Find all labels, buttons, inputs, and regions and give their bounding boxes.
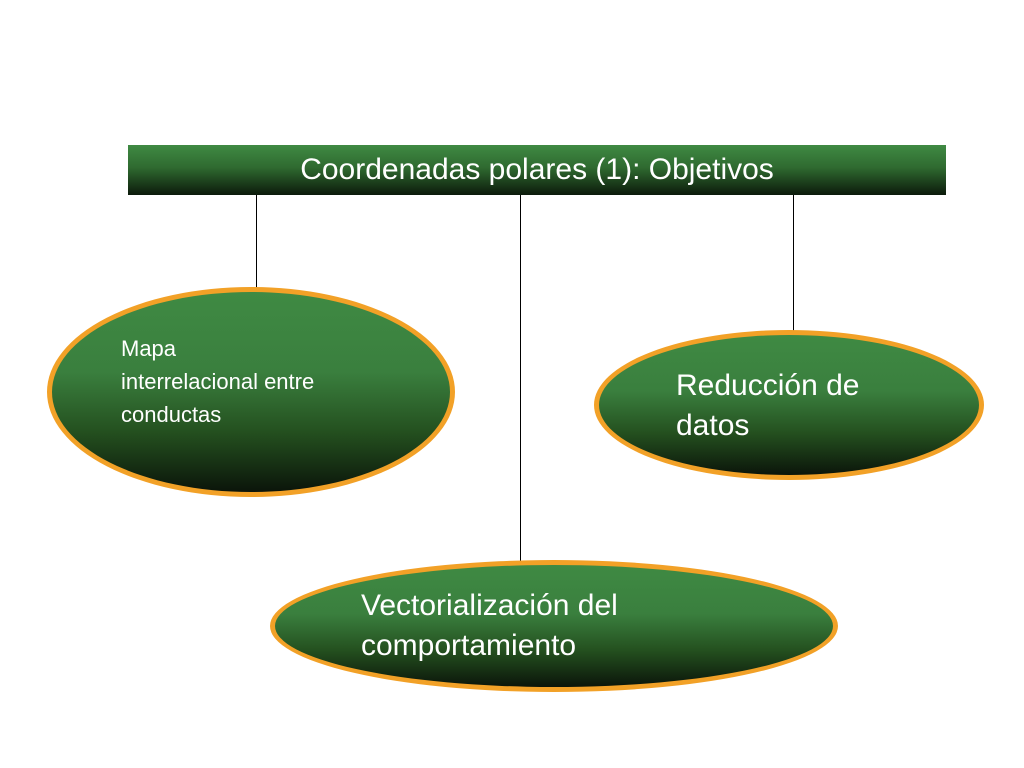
title-bar: Coordenadas polares (1): Objetivos — [128, 145, 946, 195]
node-bottom-label: Vectorialización del comportamiento — [361, 589, 618, 662]
connector-center — [520, 195, 521, 563]
node-left-ellipse — [47, 287, 455, 497]
connector-left — [256, 195, 257, 290]
node-bottom-ellipse — [270, 560, 838, 692]
node-right-label: Reducción de datos — [676, 369, 860, 442]
diagram-title: Coordenadas polares (1): Objetivos — [300, 153, 774, 186]
node-left-label: Mapa interrelacional entre conductas — [121, 336, 315, 427]
connector-right — [793, 195, 794, 332]
node-right-ellipse — [594, 330, 984, 480]
